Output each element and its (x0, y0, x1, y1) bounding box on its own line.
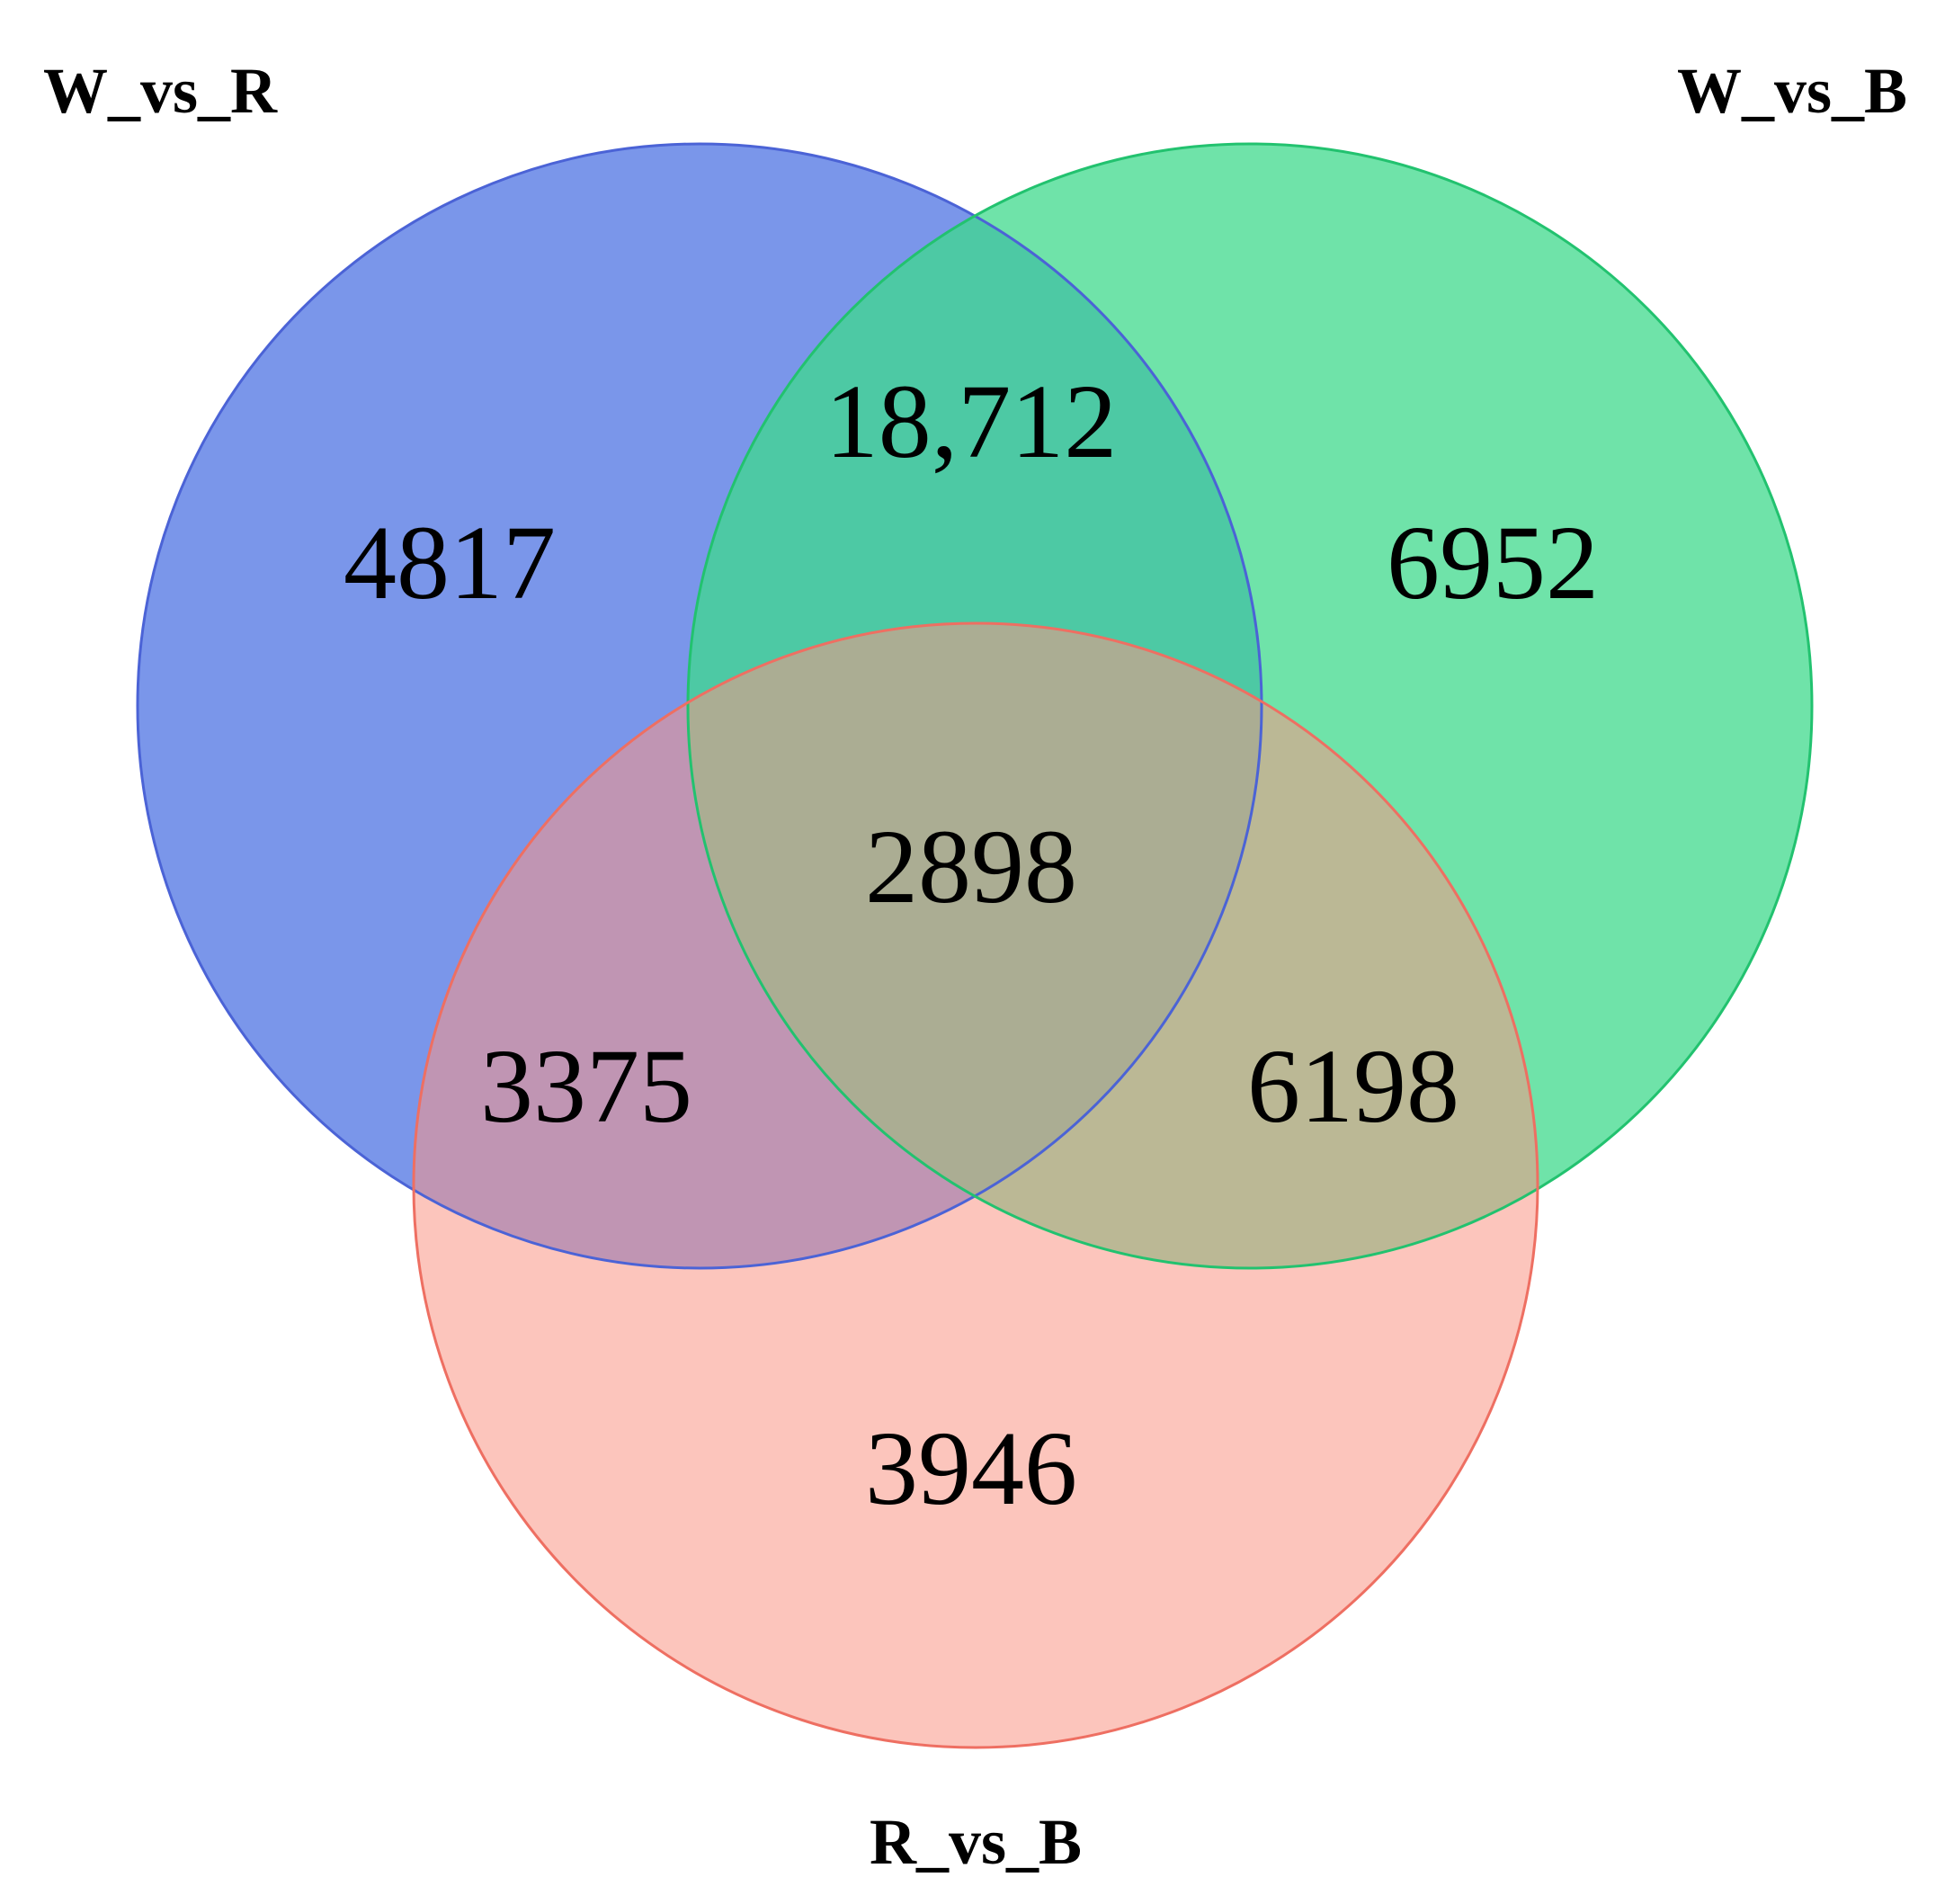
count-only-r-vs-b: 3946 (865, 1409, 1077, 1527)
count-all-three: 2898 (865, 808, 1077, 925)
set-label-w-vs-b: W_vs_B (1677, 55, 1907, 127)
set-outline-w-vs-b (686, 142, 1814, 1270)
count-w-vs-r-and-r-vs-b: 3375 (480, 1027, 692, 1145)
count-w-vs-b-and-r-vs-b: 6198 (1247, 1027, 1459, 1145)
set-label-w-vs-r: W_vs_R (43, 55, 278, 127)
count-only-w-vs-b: 6952 (1387, 504, 1599, 621)
set-label-r-vs-b: R_vs_B (870, 1806, 1082, 1878)
set-outline-r-vs-b (412, 621, 1539, 1749)
set-outline-w-vs-r (136, 142, 1263, 1270)
count-w-vs-r-and-w-vs-b: 18,712 (825, 362, 1118, 480)
count-only-w-vs-r: 4817 (343, 504, 556, 621)
set-circle-r-vs-b (414, 623, 1538, 1748)
